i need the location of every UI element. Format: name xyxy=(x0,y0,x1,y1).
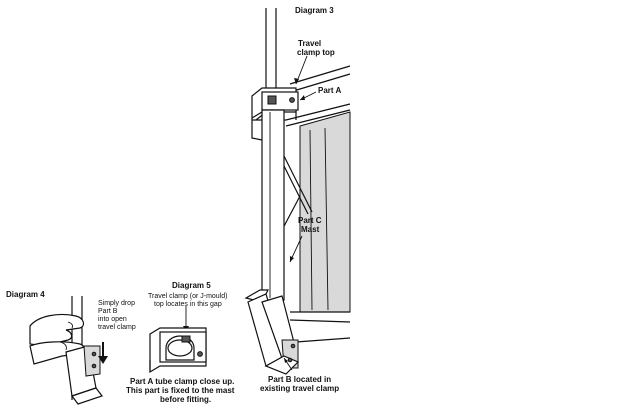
diagram-5-caption-line2: This part is fixed to the mast xyxy=(126,386,235,395)
diagram-5-note-line1: Travel clamp (or J-mould) xyxy=(148,293,227,300)
diagram-5-caption-line1: Part A tube clamp close up. xyxy=(130,377,234,386)
diagram-5-illustration xyxy=(149,306,207,374)
diagram-4-instruction-line2: Part B xyxy=(98,308,118,315)
hand-illustration xyxy=(29,313,85,365)
diagram-5-title: Diagram 5 xyxy=(172,281,211,290)
diagram-3-title: Diagram 3 xyxy=(295,6,334,15)
awning-fabric xyxy=(299,111,351,313)
diagram-4-title: Diagram 4 xyxy=(6,290,45,299)
diagram-5-caption-line3: before fitting. xyxy=(160,395,211,404)
mast-upper xyxy=(265,8,277,92)
part-a-closeup xyxy=(149,327,207,374)
diagram-4-illustration xyxy=(29,296,108,405)
diagram-3-leaders xyxy=(283,55,317,371)
drop-arrow-icon xyxy=(98,342,108,364)
diagram-4-instruction-line1: Simply drop xyxy=(98,300,135,307)
label-part-b-line2: existing travel clamp xyxy=(260,384,339,393)
label-part-b-line1: Part B located in xyxy=(268,375,331,384)
label-part-c: Part C xyxy=(298,216,322,225)
diagonal-struts xyxy=(281,151,313,231)
part-c-mast xyxy=(261,109,285,301)
label-travel-clamp-top-line1: Travel xyxy=(298,39,321,48)
diagram-5-note-line2: top locates in this gap xyxy=(154,301,222,308)
ground-rail xyxy=(289,311,351,343)
part-a-clamp xyxy=(251,87,299,141)
part-b-clamp xyxy=(244,289,300,375)
diagram-4-instruction-line3: into open xyxy=(98,316,127,323)
label-travel-clamp-top-line2: clamp top xyxy=(297,48,335,57)
diagram-4-clamp xyxy=(65,345,103,405)
diagram-4-instruction-line4: travel clamp xyxy=(98,324,136,331)
label-part-a: Part A xyxy=(318,86,341,95)
diagram-3-illustration xyxy=(244,8,351,375)
label-mast: Mast xyxy=(301,225,320,234)
